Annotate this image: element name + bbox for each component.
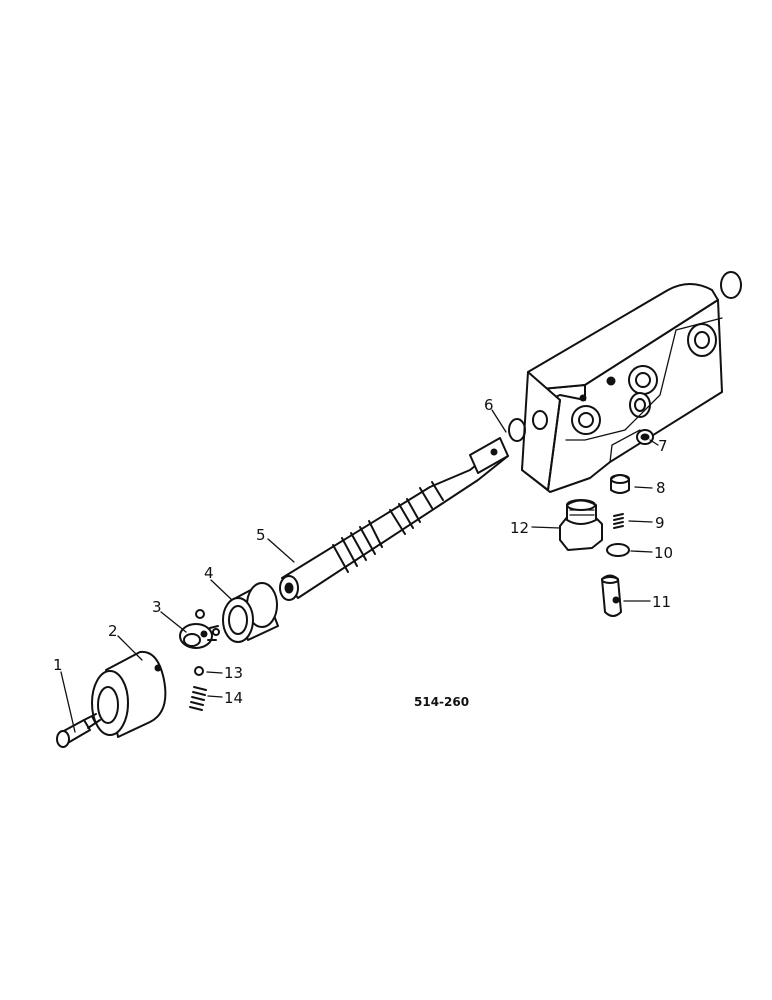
ball-13 <box>194 666 204 676</box>
screw-1 <box>56 713 101 748</box>
sleeve-4 <box>222 582 279 643</box>
callout-13: 13 <box>224 664 243 682</box>
callout-14: 14 <box>224 689 243 707</box>
detent-3 <box>179 623 220 649</box>
callout-8: 8 <box>656 479 666 497</box>
fitting-11 <box>601 574 622 617</box>
callout-3: 3 <box>152 598 162 616</box>
callout-6: 6 <box>484 396 494 414</box>
o-ring-6 <box>508 418 526 442</box>
end-cap-2 <box>91 650 167 738</box>
callout-12: 12 <box>510 519 529 537</box>
spring-14 <box>189 686 207 711</box>
o-ring-10 <box>606 543 630 557</box>
callout-10: 10 <box>654 544 673 562</box>
callout-7: 7 <box>658 437 668 455</box>
callout-4: 4 <box>204 564 214 582</box>
o-ring-top <box>720 271 742 299</box>
plug-12 <box>559 499 603 551</box>
plug-8 <box>610 474 630 494</box>
spool <box>279 437 509 601</box>
ball-small <box>195 609 205 619</box>
spring-9 <box>613 513 624 529</box>
callout-11: 11 <box>652 593 671 611</box>
callout-1: 1 <box>53 656 63 674</box>
callout-5: 5 <box>256 526 266 544</box>
callout-2: 2 <box>108 622 118 640</box>
valve-body <box>521 283 723 493</box>
figure-code: 514-260 <box>414 695 469 709</box>
callout-9: 9 <box>655 514 665 532</box>
leader-lines <box>60 409 659 733</box>
